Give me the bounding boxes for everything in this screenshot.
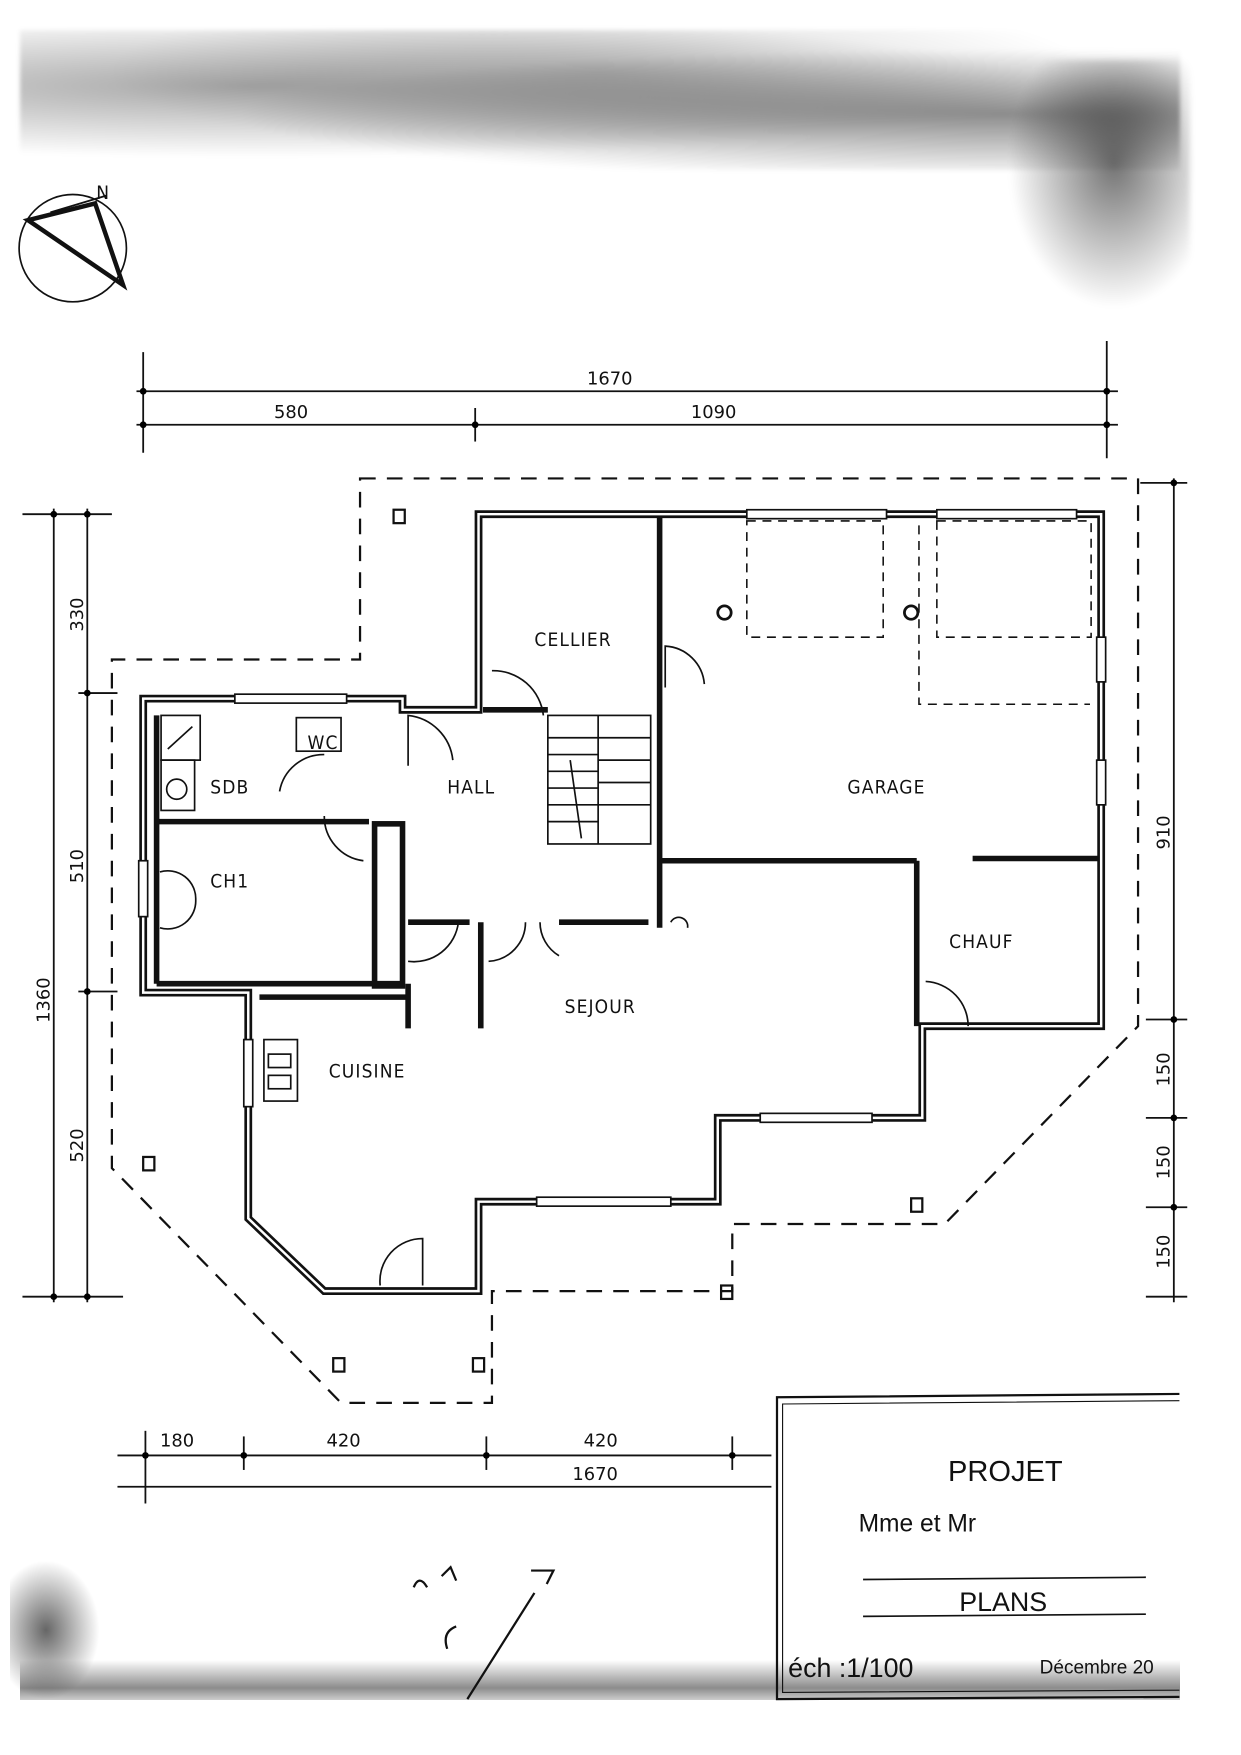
- dim-bottom-segment: 180: [160, 1430, 194, 1451]
- posts: [142, 508, 924, 1373]
- dim-left-segment: 330: [67, 597, 88, 631]
- room-label-sejour: SEJOUR: [565, 996, 636, 1018]
- dim-right-segment: 150: [1153, 1235, 1174, 1269]
- room-label-wc: WC: [308, 732, 339, 754]
- roof-overhang-outline: [110, 477, 1140, 1404]
- exterior-walls: [139, 510, 1106, 1296]
- interior-walls: [153, 517, 1099, 1029]
- dim-bottom-segment: 420: [584, 1430, 618, 1451]
- room-label-ch1: CH1: [210, 871, 249, 893]
- fixtures: [160, 604, 920, 1102]
- room-label-sdb: SDB: [210, 777, 249, 799]
- dim-right-segment: 910: [1153, 815, 1174, 849]
- dim-right-segment: 150: [1153, 1052, 1174, 1086]
- room-labels: CELLIER GARAGE HALL SDB WC CH1 CHAUF SEJ…: [210, 629, 1013, 1083]
- dim-bottom-total: 1670: [572, 1464, 618, 1485]
- dim-top-segment: 1090: [691, 402, 736, 423]
- room-label-chauf: CHAUF: [949, 931, 1013, 953]
- windows: [137, 508, 1107, 1207]
- title-date: Décembre 20: [1040, 1657, 1154, 1678]
- title-scale: éch :1/100: [788, 1653, 913, 1683]
- room-label-hall: HALL: [447, 777, 495, 799]
- room-label-cuisine: CUISINE: [329, 1061, 406, 1083]
- doors: [159, 645, 969, 1286]
- room-label-cellier: CELLIER: [534, 629, 611, 651]
- dim-left-segment: 510: [67, 849, 88, 883]
- right-dimensions: 910 150 150 150: [1140, 478, 1188, 1303]
- left-dimensions: 330 510 520 1360: [22, 508, 124, 1303]
- compass-north-label: N: [96, 182, 110, 204]
- title-project: PROJET: [948, 1456, 1063, 1488]
- room-label-garage: GARAGE: [847, 777, 925, 799]
- parking-spaces: [746, 520, 1092, 706]
- title-client: Mme et Mr: [859, 1510, 976, 1537]
- handwritten-mark: [412, 1565, 556, 1700]
- dim-left-total: 1360: [33, 977, 54, 1023]
- dim-right-segment: 150: [1153, 1145, 1174, 1179]
- compass-icon: N: [18, 182, 128, 303]
- dim-bottom-segment: 420: [327, 1430, 361, 1451]
- dim-top-total: 1670: [587, 369, 633, 390]
- bottom-dimensions: 180 420 420 1670: [117, 1430, 772, 1504]
- top-dimensions: 1670 580 1090: [136, 340, 1118, 459]
- title-block: PROJET Mme et Mr PLANS éch :1/100 Décemb…: [775, 1392, 1180, 1701]
- dim-top-segment: 580: [274, 402, 308, 423]
- dim-left-segment: 520: [67, 1128, 88, 1162]
- title-document: PLANS: [959, 1587, 1047, 1617]
- staircase: [547, 714, 652, 845]
